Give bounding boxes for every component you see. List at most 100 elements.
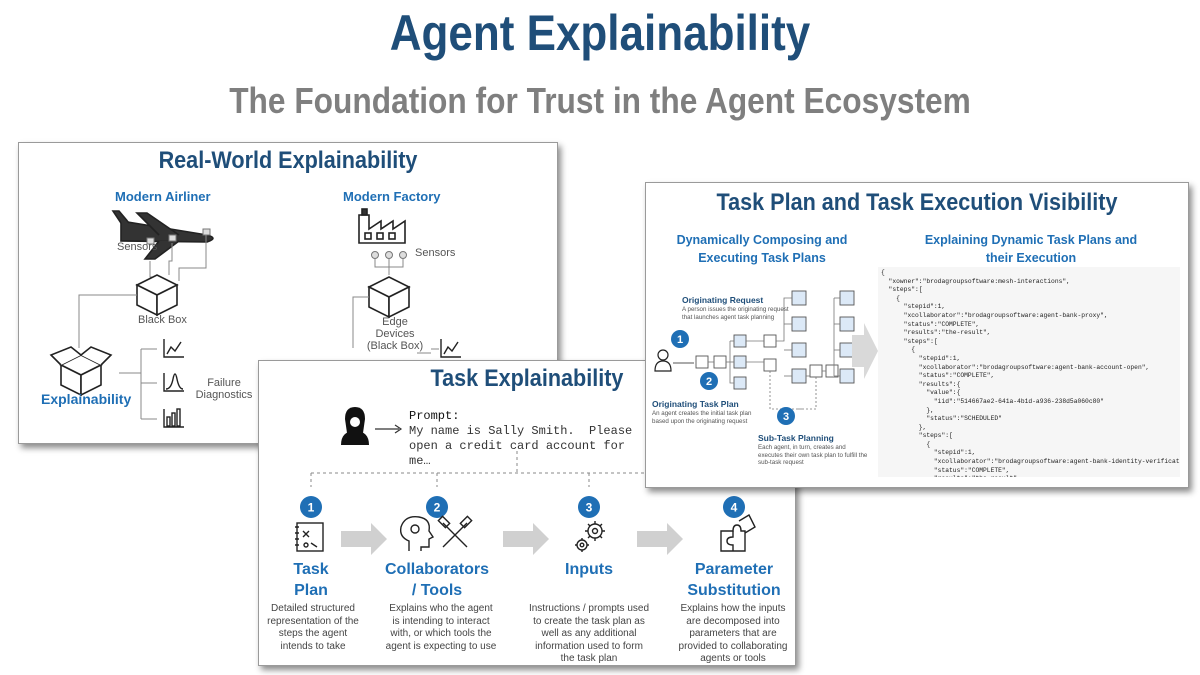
json-line: }, [881, 406, 934, 414]
step-2-title: Collaborators / Tools [377, 559, 497, 601]
left-heading-line1: Dynamically Composing and [676, 233, 848, 247]
badge-2-text: 2 [706, 376, 712, 388]
json-line: { [881, 346, 916, 354]
json-line: "stepid":1, [881, 303, 946, 311]
step-4-title-line1: Parameter [694, 561, 774, 578]
airplane-icon [111, 210, 214, 260]
sensors-left-label: Sensors [117, 241, 158, 253]
right-heading-line1: Explaining Dynamic Task Plans and [924, 233, 1138, 247]
task-plan-icon [295, 522, 324, 552]
edge-devices-label: Edge Devices (Black Box) [363, 316, 427, 352]
open-box-icon [49, 346, 113, 397]
edge-device-icon [367, 276, 411, 319]
json-line: "steps":[ [881, 337, 938, 345]
originating-request-title: Originating Request [682, 295, 764, 305]
json-line: { [881, 269, 885, 276]
page-subtitle: The Foundation for Trust in the Agent Ec… [229, 80, 971, 121]
flow-arrows [341, 523, 683, 555]
left-heading-line2: Executing Task Plans [698, 251, 826, 265]
real-world-title: Real-World Explainability [158, 147, 418, 174]
json-line: "iid":"514667ae2-641a-4b1d-a936-238d5a06… [881, 397, 1104, 405]
json-line: { [881, 294, 900, 302]
failure-line2: Diagnostics [195, 389, 253, 401]
originating-request-desc: A person issues the originating request … [682, 306, 789, 321]
json-line: "results":{ [881, 380, 961, 388]
badge-3-text: 3 [783, 411, 789, 423]
step-1-num: 1 [308, 501, 315, 515]
badge-2-icon [700, 372, 718, 390]
json-line: "value":{ [881, 389, 961, 397]
json-line: "steps":[ [881, 286, 923, 294]
json-line: "xcollaborator":"brodagroupsoftware:agen… [881, 458, 1180, 466]
subtask-desc: Each agent, in turn, creates and execute… [758, 444, 868, 467]
step-1-title-line2: Plan [294, 582, 328, 599]
black-box-icon [135, 274, 179, 317]
step-3-title: Inputs [539, 559, 639, 580]
originating-plan-title: Originating Task Plan [652, 399, 739, 409]
left-heading: Dynamically Composing and Executing Task… [654, 231, 870, 267]
factory-icon [358, 208, 406, 244]
step-3-badge [578, 496, 600, 518]
originating-plan-desc: An agent creates the initial task plan b… [652, 410, 752, 425]
step-4-title-line2: Substitution [687, 582, 781, 599]
json-line: "stepid":1, [881, 354, 961, 362]
puzzle-icon [720, 514, 756, 552]
prompt-label: Prompt: [409, 409, 460, 423]
step-1-title: Task Plan [261, 559, 361, 601]
step-1-desc: Detailed structured representation of th… [267, 603, 359, 652]
task-explainability-title: Task Explainability [430, 365, 624, 392]
json-line: "xcollaborator":"brodagroupsoftware:agen… [881, 363, 1150, 371]
task-plan-title: Task Plan and Task Execution Visibility [716, 189, 1118, 216]
json-line: "steps":[ [881, 432, 953, 440]
json-line: "status":"COMPLETE", [881, 466, 1010, 474]
right-heading-line2: their Execution [985, 251, 1077, 265]
failure-diagnostics-label: Failure Diagnostics [195, 377, 253, 401]
task-flow-diagram: 1 2 3 [654, 290, 878, 425]
json-line: "results":"the-result", [881, 329, 991, 337]
badge-1-text: 1 [677, 334, 683, 346]
step-2-badge [426, 496, 448, 518]
edge-devices-line1: Edge Devices [375, 316, 415, 340]
json-trace-block: { "xowner":"brodagroupsoftware:mesh-inte… [878, 267, 1180, 477]
badge-3-icon [777, 407, 795, 425]
step-4-desc: Explains how the inputs are decomposed i… [678, 603, 788, 664]
task-explainability-diagram: 1 2 3 4 [295, 407, 756, 555]
step-2-title-line2: / Tools [411, 582, 463, 599]
json-line: "status":"COMPLETE", [881, 320, 980, 328]
json-line: "status":"SCHEDULED" [881, 415, 1002, 423]
failure-line1: Failure [207, 377, 241, 389]
subtask-title: Sub-Task Planning [758, 433, 834, 443]
step-4-title: Parameter Substitution [674, 559, 794, 601]
sensors-right-label: Sensors [415, 247, 456, 259]
real-world-diagram [49, 208, 461, 428]
person-icon [654, 349, 672, 372]
json-line: }, [881, 423, 927, 431]
step-1-title-line1: Task [293, 561, 329, 578]
json-line: "xowner":"brodagroupsoftware:mesh-intera… [881, 277, 1070, 285]
json-line: { [881, 440, 931, 448]
step-2-desc: Explains who the agent is intending to i… [385, 603, 497, 652]
step-4-num: 4 [731, 501, 738, 515]
explainability-label: Explainability [41, 391, 132, 407]
json-line: "stepid":1, [881, 449, 976, 457]
badge-1-icon [671, 330, 689, 348]
right-heading: Explaining Dynamic Task Plans and their … [896, 231, 1166, 267]
step-1-badge [300, 496, 322, 518]
gears-icon [575, 521, 605, 552]
airliner-label: Modern Airliner [115, 189, 211, 204]
json-line: "xcollaborator":"brodagroupsoftware:agen… [881, 311, 1108, 319]
step-3-num: 3 [586, 501, 593, 515]
task-plan-panel: Task Plan and Task Execution Visibility … [645, 182, 1189, 488]
page-title: Agent Explainability [389, 5, 811, 61]
step-2-num: 2 [434, 501, 441, 515]
step-3-desc: Instructions / prompts used to create th… [528, 603, 650, 664]
factory-label: Modern Factory [343, 189, 441, 204]
json-line: "status":"COMPLETE", [881, 372, 995, 380]
step-4-badge [723, 496, 745, 518]
prompt-text: My name is Sally Smith. Please open a cr… [409, 424, 633, 468]
edge-devices-line2: (Black Box) [366, 340, 424, 352]
json-line: "results":"the-result", [881, 475, 1177, 477]
step-3-title-line1: Inputs [565, 561, 613, 578]
step-2-title-line1: Collaborators [384, 561, 489, 578]
black-box-label: Black Box [138, 314, 187, 326]
